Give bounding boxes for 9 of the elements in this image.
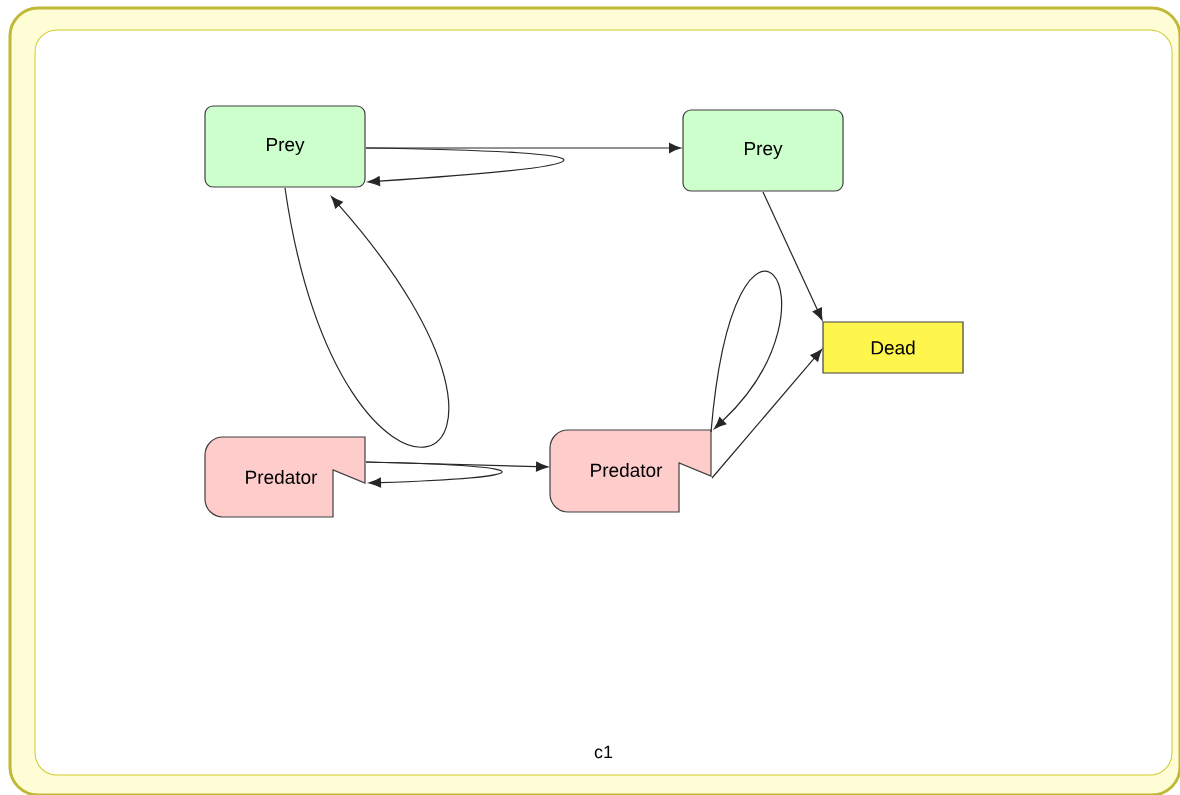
arrow [711,349,823,479]
arrow [710,270,783,433]
arrow [762,191,823,321]
arrow [365,147,565,187]
state-box: Prey [682,109,844,192]
arrow [284,187,450,448]
arrow [365,461,503,488]
state-box: Prey [204,105,366,188]
state-box: Dead [822,321,964,374]
